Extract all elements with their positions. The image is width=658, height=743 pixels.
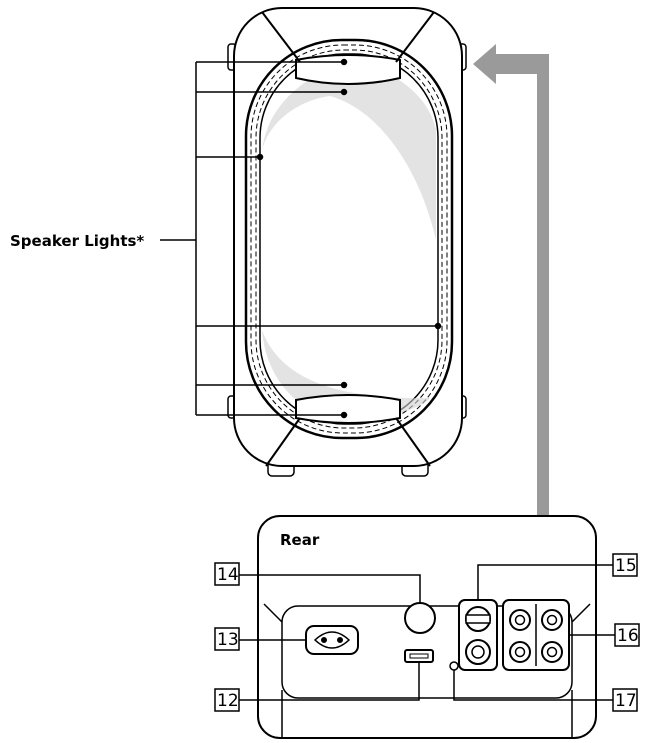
callout-12: 12	[215, 689, 239, 711]
callout-13: 13	[215, 628, 239, 650]
svg-text:17: 17	[615, 691, 637, 711]
rear-pointer-arrow	[473, 44, 549, 518]
speaker-lights-label: Speaker Lights*	[10, 232, 144, 250]
input-jack-group	[459, 600, 497, 670]
rear-label: Rear	[280, 531, 320, 549]
usb-port	[405, 650, 433, 662]
svg-text:12: 12	[217, 691, 239, 711]
svg-text:16: 16	[617, 626, 639, 646]
bottom-light-cap	[296, 395, 400, 423]
rear-panel	[258, 516, 596, 738]
callout-15: 15	[613, 554, 637, 576]
svg-text:15: 15	[615, 556, 637, 576]
speaker-front-view	[228, 8, 466, 476]
power-button	[405, 603, 435, 633]
callout-17: 17	[613, 689, 637, 711]
callout-14: 14	[215, 563, 239, 585]
ac-inlet	[306, 626, 358, 654]
top-light-cap	[296, 55, 400, 84]
svg-text:14: 14	[217, 565, 239, 585]
pair-hole	[450, 662, 458, 670]
svg-text:13: 13	[217, 630, 239, 650]
callout-16: 16	[615, 624, 639, 646]
